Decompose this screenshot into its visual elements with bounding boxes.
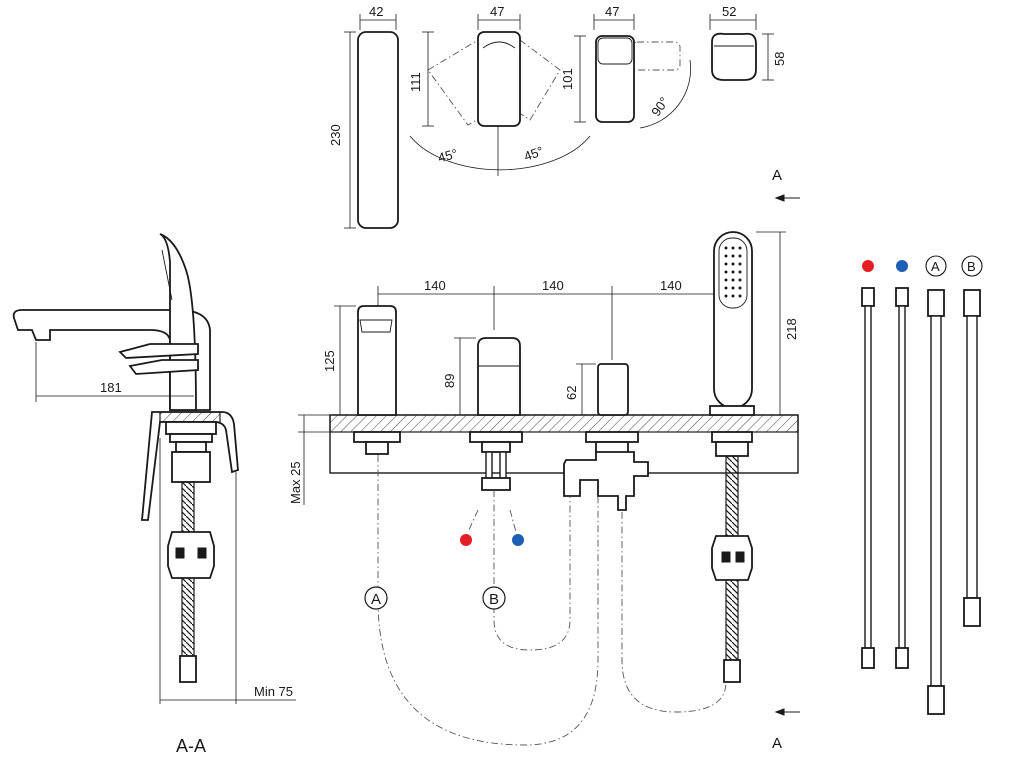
hose-cold-dot [896,260,908,272]
hoses-legend: A B [861,255,983,715]
dim-mixer-height: 89 [442,374,457,388]
dim-spacing-3: 140 [660,278,682,293]
mixer-lever-detail-view: 47 111 45° 45° [408,4,591,176]
section-view-label: A-A [176,736,206,756]
dim-diverter-height: 101 [560,68,575,90]
hose-hot-dot [862,260,874,272]
hose-legend-b: B [967,259,976,274]
dim-valve-height: 58 [772,52,787,66]
dim-diverter-body-height: 62 [564,386,579,400]
dim-deck-thickness: Max 25 [288,461,303,504]
dim-spout-height: 230 [328,124,343,146]
dim-spacing-2: 140 [542,278,564,293]
dim-handshower-height: 218 [784,318,799,340]
diverter-detail-view: 47 101 90° [560,4,691,129]
dim-lever-width: 47 [490,4,504,19]
side-section-view: 181 Min 75 A-A [12,233,296,756]
valve-detail-view: 52 58 [709,4,787,81]
section-label-bottom: A [772,735,782,752]
dim-lever-height: 111 [408,72,423,92]
dim-spout-reach: 181 [100,380,122,395]
connection-label-b: B [489,591,499,608]
dim-hose-clearance: Min 75 [254,684,293,699]
hot-water-indicator [460,534,472,546]
section-marker-top: A [772,167,800,202]
dim-spacing-1: 140 [424,278,446,293]
dim-valve-width: 52 [722,4,736,19]
connection-label-a: A [371,591,381,608]
front-view: 140 140 140 Max 25 125 89 62 [288,231,799,746]
section-label-top: A [772,167,782,184]
dim-swing-right: 45° [522,143,546,164]
dim-swing-left: 45° [436,146,459,166]
section-marker-bottom: A [772,708,800,752]
dim-diverter-width: 47 [605,4,619,19]
spout-detail-view: 42 230 [328,4,399,229]
shower-nozzles [724,246,742,298]
dim-spout-width: 42 [369,4,383,19]
hose-legend-a: A [931,259,940,274]
dim-spout-body-height: 125 [322,350,337,372]
cold-water-indicator [512,534,524,546]
